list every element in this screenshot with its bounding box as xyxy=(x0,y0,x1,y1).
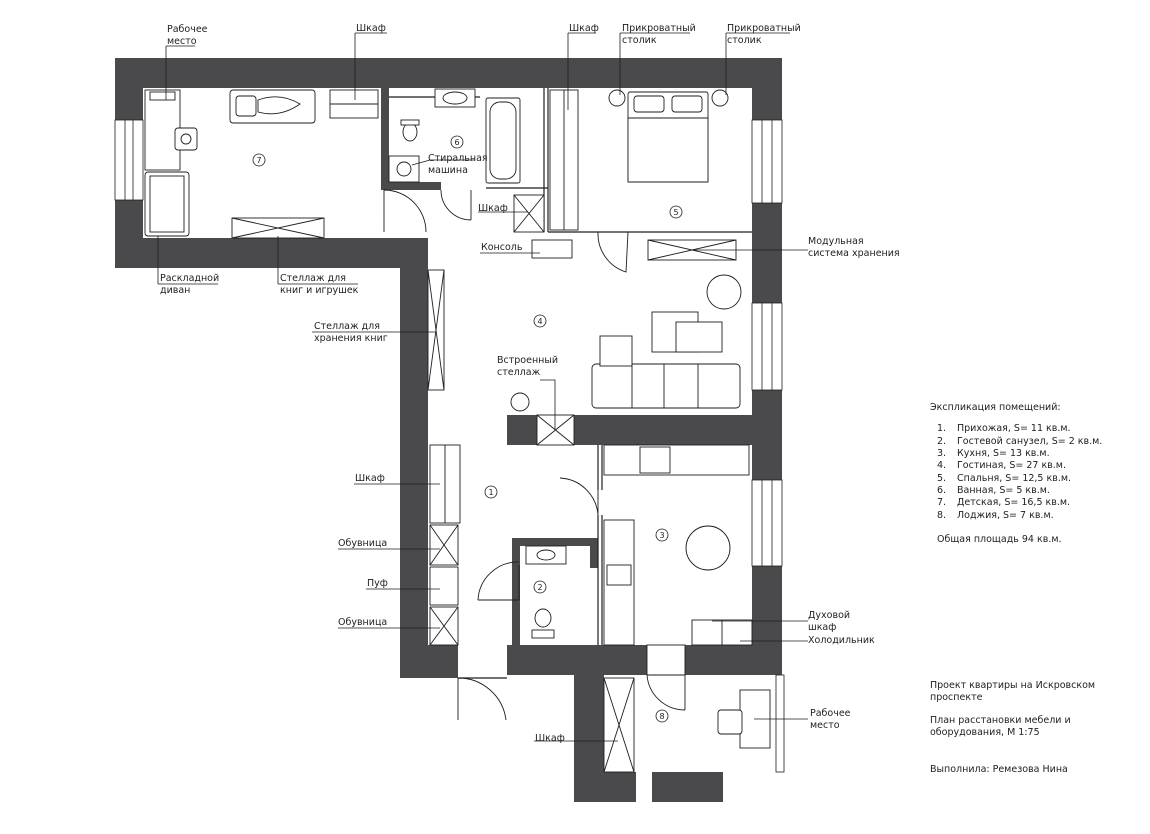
label-sofa-bed-2: диван xyxy=(160,285,190,296)
explication-room-2: Гостевой санузел, S= 2 кв.м. xyxy=(957,436,1102,447)
label-work-place-loggia-2: место xyxy=(810,720,840,731)
bedside-lamp-left xyxy=(608,89,626,107)
project-author: Выполнила: Ремезова Нина xyxy=(930,764,1068,775)
explication-num-4: 4. xyxy=(937,460,946,471)
label-work-place-top-2: место xyxy=(167,36,197,47)
pouf xyxy=(429,566,459,606)
label-bedside-right-1: Прикроватный xyxy=(727,23,801,34)
label-washer-1: Стиральная xyxy=(428,153,488,164)
armchair xyxy=(706,274,742,310)
explication-num-2: 2. xyxy=(937,436,946,447)
bedside-lamp-right xyxy=(711,89,729,107)
explication-num-3: 3. xyxy=(937,448,946,459)
room-number-3: 3 xyxy=(659,531,664,540)
label-shoe-rack-2: Обувница xyxy=(338,617,387,628)
label-bedside-left-2: столик xyxy=(622,35,657,46)
label-shoe-rack-1: Обувница xyxy=(338,538,387,549)
label-loggia-wardrobe: Шкаф xyxy=(535,733,565,744)
label-work-place-loggia-1: Рабочее xyxy=(810,708,851,719)
plant xyxy=(510,392,530,412)
label-wardrobe-top-right: Шкаф xyxy=(569,23,599,34)
project-line-4: оборудования, М 1:75 xyxy=(930,727,1040,738)
explication: Экспликация помещений: 1. Прихожая, S= 1… xyxy=(930,402,1102,545)
label-hall-small-wardrobe: Шкаф xyxy=(478,203,508,214)
sofa xyxy=(591,363,741,409)
label-work-place-top-1: Рабочее xyxy=(167,24,208,35)
loggia-chair xyxy=(717,709,743,735)
doors xyxy=(383,189,686,721)
project-line-1: Проект квартиры на Искровском xyxy=(930,680,1095,691)
kitchen-counter-top xyxy=(603,444,750,476)
room-number-4: 4 xyxy=(537,317,542,326)
explication-room-1: Прихожая, S= 11 кв.м. xyxy=(957,423,1071,434)
label-shelf-books-2: хранения книг xyxy=(314,333,388,344)
explication-num-6: 6. xyxy=(937,485,946,496)
label-console: Консоль xyxy=(481,242,523,253)
room-number-labels: 1 2 3 4 5 6 7 8 xyxy=(256,138,678,721)
label-builtin-1: Встроенный xyxy=(497,355,558,366)
walls xyxy=(115,58,782,802)
hob xyxy=(639,446,671,474)
label-shelf-toys-1: Стеллаж для xyxy=(280,273,346,284)
label-bedside-right-2: столик xyxy=(727,35,762,46)
explication-num-7: 7. xyxy=(937,497,946,508)
label-modular-1: Модульная xyxy=(808,236,864,247)
room-number-8: 8 xyxy=(659,712,664,721)
label-builtin-2: стеллаж xyxy=(497,367,541,378)
explication-total: Общая площадь 94 кв.м. xyxy=(937,534,1062,545)
project-line-2: проспекте xyxy=(930,692,983,703)
leader-lines xyxy=(157,32,808,742)
explication-room-5: Спальня, S= 12,5 кв.м. xyxy=(957,473,1071,484)
room-number-7: 7 xyxy=(256,156,261,165)
room-numbers xyxy=(252,135,683,723)
room-number-6: 6 xyxy=(454,138,459,147)
guest-toilet xyxy=(534,608,552,628)
label-oven-1: Духовой xyxy=(808,610,850,621)
room-number-2: 2 xyxy=(537,583,542,592)
kitchen-sink xyxy=(606,564,632,586)
room-number-5: 5 xyxy=(673,208,678,217)
explication-room-8: Лоджия, S= 7 кв.м. xyxy=(957,510,1054,521)
furniture xyxy=(144,88,771,773)
label-fridge: Холодильник xyxy=(808,635,875,646)
label-washer-2: машина xyxy=(428,165,468,176)
explication-num-8: 8. xyxy=(937,510,946,521)
explication-num-5: 5. xyxy=(937,473,946,484)
explication-room-6: Ванная, S= 5 кв.м. xyxy=(957,485,1050,496)
room-number-1: 1 xyxy=(488,488,493,497)
explication-room-4: Гостиная, S= 27 кв.м. xyxy=(957,460,1066,471)
windows xyxy=(114,119,785,773)
label-shelf-toys-2: книг и игрушек xyxy=(280,285,359,296)
explication-room-3: Кухня, S= 13 кв.м. xyxy=(957,448,1050,459)
explication-room-7: Детская, S= 16,5 кв.м. xyxy=(957,497,1070,508)
label-hall-wardrobe: Шкаф xyxy=(355,473,385,484)
dining-table xyxy=(685,525,731,571)
explication-title: Экспликация помещений: xyxy=(930,402,1061,413)
nursery-desk xyxy=(144,89,181,171)
console xyxy=(531,239,573,259)
project-notes: Проект квартиры на Искровском проспекте … xyxy=(930,680,1095,775)
label-shelf-books-1: Стеллаж для xyxy=(314,321,380,332)
label-pouf: Пуф xyxy=(367,578,388,589)
label-bedside-left-1: Прикроватный xyxy=(622,23,696,34)
project-line-3: План расстановки мебели и xyxy=(930,715,1071,726)
bath-toilet xyxy=(402,122,418,142)
label-oven-2: шкаф xyxy=(808,622,836,633)
label-wardrobe-top-left: Шкаф xyxy=(356,23,386,34)
label-sofa-bed-1: Раскладной xyxy=(160,273,219,284)
label-modular-2: система хранения xyxy=(808,248,900,259)
explication-num-1: 1. xyxy=(937,423,946,434)
furniture-labels: Рабочее место Шкаф Шкаф Прикроватный сто… xyxy=(160,23,900,744)
